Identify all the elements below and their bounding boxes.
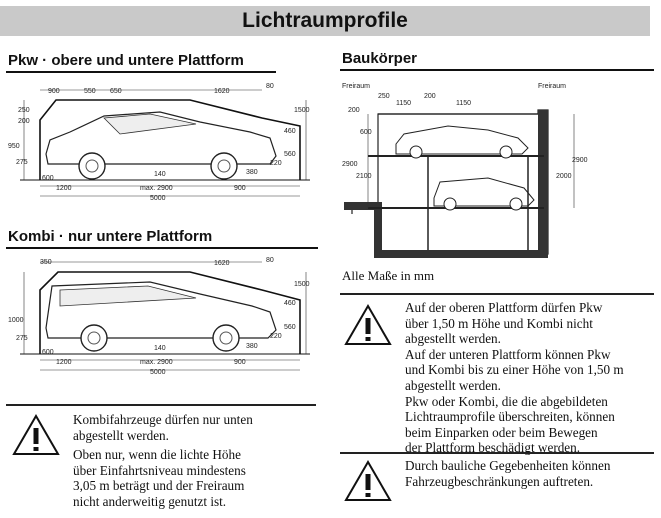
warning-exclamation-icon: [12, 414, 60, 455]
kombi-clearance-diagram: 350 1620 80 1000 275 1500 460 560 220 60…: [8, 257, 310, 376]
kombi-dim-bottom-0: 600: [42, 349, 54, 356]
pkw-dim-left-2: 950: [8, 143, 20, 150]
kombi-wheel-front: [212, 324, 240, 352]
bau-pit-floor: [374, 250, 548, 258]
bau-dim-250: 250: [378, 93, 390, 100]
pkw-dim-right-3: 220: [270, 160, 282, 167]
kombi-dim-left-1: 275: [16, 335, 28, 342]
kombi-dim-top-0: 350: [40, 259, 52, 266]
right-warning2-divider: [340, 452, 654, 454]
kombi-dim-top-1: 1620: [214, 260, 230, 267]
page-title: Lichtraumprofile: [242, 9, 408, 32]
units-note: Alle Maße in mm: [342, 268, 435, 283]
heading-bau-rule: [340, 69, 654, 71]
bau-floor-left: [344, 202, 378, 210]
kombi-dim-bottom-2: 380: [246, 343, 258, 350]
kombi-dim-bottom-1: 140: [154, 345, 166, 352]
pkw-dim-left-0: 250: [18, 107, 30, 114]
title-banner: Lichtraumprofile: [0, 6, 650, 36]
warning-exclamation-icon: [344, 460, 392, 501]
right-warning-line-0: Auf der oberen Plattform dürfen Pkw: [405, 300, 603, 315]
pkw-dim-left-1: 200: [18, 118, 30, 125]
right-warning2-line-1: Fahrzeugbeschränkungen auftreten.: [405, 473, 594, 489]
kombi-dim-top-2: 80: [266, 257, 274, 264]
right-warning-line-1: über 1,50 m Höhe und Kombi nicht: [405, 315, 593, 331]
pkw-dim-bottom-6: 5000: [150, 195, 166, 202]
bau-dim-1150b: 1150: [456, 100, 471, 107]
left-warning-line-1: abgestellt werden.: [73, 427, 169, 443]
left-warning-line-5: nicht anderweitig genutzt ist.: [73, 493, 227, 509]
warning-exclamation-icon: [344, 304, 392, 345]
kombi-dim-right-3: 220: [270, 333, 282, 340]
pkw-dim-top-0: 900: [48, 88, 60, 95]
bau-dim-2100: 2100: [356, 173, 372, 180]
pkw-dim-bottom-5: 900: [234, 185, 246, 192]
pkw-dim-right-1: 460: [284, 128, 296, 135]
bau-dim-2900-left: 2900: [342, 161, 358, 168]
right-warning-text: Auf der oberen Plattform dürfen Pkw über…: [405, 300, 624, 456]
pkw-profile-outline: [39, 99, 301, 180]
right-warning-divider: [340, 293, 654, 295]
kombi-wheel-rear: [80, 324, 108, 352]
kombi-dim-right-2: 560: [284, 324, 296, 331]
pkw-dim-top-4: 80: [266, 83, 274, 90]
kombi-dim-right-1: 460: [284, 300, 296, 307]
pkw-dim-bottom-4: max. 2900: [140, 185, 173, 192]
bau-dim-1150a: 1150: [396, 100, 411, 107]
right-warning-line-9: der Plattform beschädigt werden.: [405, 440, 581, 456]
left-warning-line-2: Oben nur, wenn die lichte Höhe: [73, 447, 241, 463]
bau-upper-car: [395, 125, 529, 155]
left-warning-divider: [6, 404, 316, 406]
pkw-wheel-front: [210, 152, 238, 180]
bau-dim-2900-right: 2900: [572, 157, 588, 164]
left-warning-line-0: Kombifahrzeuge dürfen nur unten: [73, 412, 253, 427]
kombi-dim-bottom-4: max. 2900: [140, 359, 173, 366]
right-warning-line-4: und Kombi bis zu einer Höhe von 1,50 m: [405, 362, 624, 378]
right-warning-line-8: beim Einparken oder beim Bewegen: [405, 424, 598, 440]
heading-kombi-rule: [6, 247, 318, 249]
bau-right-wall: [538, 110, 548, 256]
pkw-dim-bottom-1: 140: [154, 171, 166, 178]
pkw-dim-top-2: 650: [110, 88, 122, 95]
right-warning-line-7: Lichtraumprofile überschreiten, können: [405, 409, 615, 425]
kombi-dim-bottom-3: 1200: [56, 359, 72, 366]
kombi-dim-bottom-5: 900: [234, 359, 246, 366]
pkw-clearance-diagram: 900 550 650 1620 80 250 200 950 275 1500…: [8, 83, 310, 202]
kombi-dim-left-0: 1000: [8, 317, 24, 324]
heading-kombi: Kombi · nur untere Plattform: [8, 228, 213, 245]
bau-left-wall: [374, 202, 382, 256]
left-warning-text: Kombifahrzeuge dürfen nur unten abgestel…: [73, 412, 253, 510]
pkw-dim-right-0: 1500: [294, 107, 310, 114]
right-warning-line-3: Auf der unteren Plattform können Pkw: [405, 346, 611, 362]
pkw-dim-bottom-0: 600: [42, 175, 54, 182]
bau-dim-200b: 200: [424, 93, 436, 100]
kombi-dim-right-0: 1500: [294, 281, 310, 288]
right-warning-line-5: abgestellt werden.: [405, 377, 501, 393]
pkw-dim-top-1: 550: [84, 88, 96, 95]
right-warning2-text: Durch bauliche Gegebenheiten können Fahr…: [405, 458, 610, 489]
bau-label-freiraum-right: Freiraum: [538, 83, 566, 90]
pkw-dim-bottom-2: 380: [246, 169, 258, 176]
bau-dim-600: 600: [360, 129, 372, 136]
baukoerper-diagram: Freiraum Freiraum 250 200 200 1150 1150 …: [342, 83, 588, 258]
heading-baukoerper: Baukörper: [342, 50, 418, 67]
pkw-dim-top-3: 1620: [214, 88, 230, 95]
bau-dim-200a: 200: [348, 107, 360, 114]
pkw-wheel-rear: [78, 152, 106, 180]
right-warning-line-2: abgestellt werden.: [405, 331, 501, 347]
kombi-dim-bottom-6: 5000: [150, 369, 166, 376]
pkw-dim-bottom-3: 1200: [56, 185, 72, 192]
bau-dim-2000: 2000: [556, 173, 572, 180]
right-warning2-line-0: Durch bauliche Gegebenheiten können: [405, 458, 611, 473]
bau-label-freiraum-left: Freiraum: [342, 83, 370, 90]
pkw-dim-right-2: 560: [284, 151, 296, 158]
heading-pkw-rule: [6, 71, 276, 73]
pkw-dim-left-3: 275: [16, 159, 28, 166]
heading-pkw: Pkw · obere und untere Plattform: [8, 52, 244, 69]
kombi-profile-outline: [39, 271, 301, 354]
right-warning-line-6: Pkw oder Kombi, die die abgebildeten: [405, 393, 608, 409]
left-warning-line-3: über Einfahrtsniveau mindestens: [73, 462, 246, 478]
left-warning-line-4: 3,05 m beträgt und der Freiraum: [73, 478, 245, 494]
